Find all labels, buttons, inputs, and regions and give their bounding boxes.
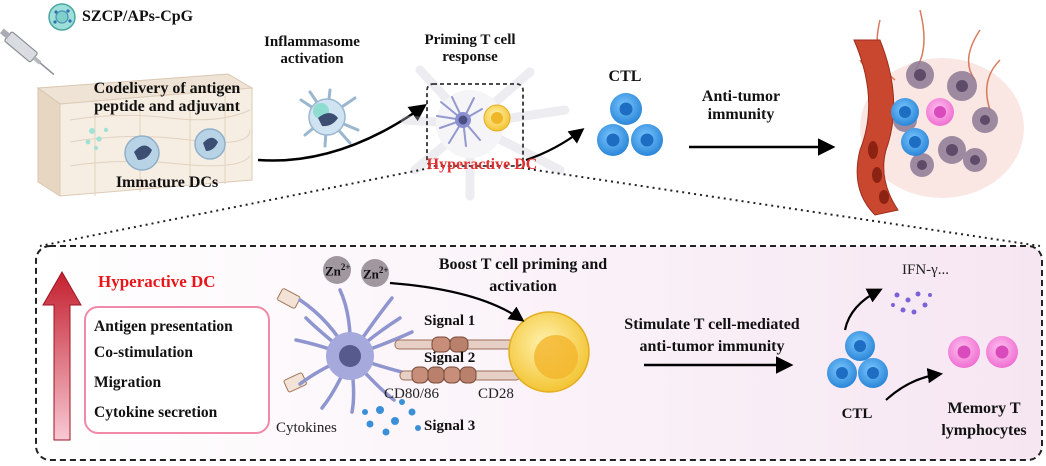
hyperactive-dc-top-label: Hyperactive DC: [426, 156, 538, 173]
dc-function-list: Antigen presentation Co-stimulation Migr…: [84, 306, 270, 434]
ctl-bottom-label: CTL: [841, 406, 873, 422]
priming-line-1: Priming T cell: [424, 32, 516, 48]
memory-line-2: lymphocytes: [941, 422, 1027, 440]
cd28-label: CD28: [478, 386, 514, 402]
ifn-gamma-label: IFN-γ...: [902, 262, 950, 278]
hyperactive-dc-cell: [294, 288, 414, 414]
list-item: Cytokine secretion: [94, 404, 218, 421]
inflammasome-line-2: activation: [280, 51, 344, 68]
arrow-zn-to-tcell: [389, 281, 525, 322]
zn-ion-label-2: Zn2+: [363, 265, 389, 282]
codelivery-line-2: peptide and adjuvant: [94, 98, 240, 116]
zn-ion-1: [323, 256, 351, 284]
anti-tumor-line-2: immunity: [707, 106, 775, 124]
mature-dc-cell: [436, 96, 483, 147]
immature-dc-cell: [194, 128, 226, 160]
legend-label: SZCP/APs-CpG: [82, 8, 194, 25]
memory-t-cells: [948, 336, 1018, 368]
priming-line-2: response: [442, 49, 498, 66]
zn-text-1: Zn: [325, 263, 341, 279]
priming-label: Priming T cell response: [405, 32, 535, 67]
signal-1-label: Signal 1: [424, 313, 476, 329]
codelivery-line-1: Codelivery of antigen: [93, 80, 241, 97]
boost-label: Boost T cell priming and activation: [418, 256, 628, 297]
ctl-top-label: CTL: [608, 68, 642, 85]
stimulate-line-1: Stimulate T cell-mediated: [624, 316, 800, 333]
zn-charge-1: 2+: [340, 262, 351, 272]
upregulation-arrow: [42, 270, 82, 441]
stimulate-line-2: anti-tumor immunity: [639, 338, 785, 356]
ifn-gamma-dots: [891, 291, 932, 315]
hyperactive-dc-panel-title: Hyperactive DC: [98, 272, 216, 291]
signal-3-label: Signal 3: [424, 418, 476, 434]
list-item: Co-stimulation: [94, 344, 194, 361]
inflammasome-dc-cell: [299, 88, 360, 148]
cytokines-label: Cytokines: [276, 420, 337, 436]
skin-tissue-block: [36, 73, 254, 197]
anti-tumor-line-1: Anti-tumor: [701, 88, 781, 105]
memory-line-1: Memory T: [947, 400, 1021, 417]
hyperactive-dc-background: [400, 65, 570, 201]
arrow-to-ctl: [525, 128, 585, 162]
zn-ion-2: [361, 259, 389, 287]
cd80-label: CD80/86: [384, 386, 440, 402]
arrow-to-priming: [257, 103, 427, 162]
arrow-to-memory: [885, 367, 944, 401]
list-item: Migration: [94, 374, 162, 391]
zn-text-2: Zn: [363, 266, 379, 282]
cytokine-dots: [362, 399, 421, 436]
arrow-to-ifn: [843, 288, 883, 331]
stimulate-label: Stimulate T cell-mediated anti-tumor imm…: [600, 316, 824, 357]
tumor-illustration: [853, 9, 1024, 216]
zn-charge-2: 2+: [378, 265, 389, 275]
immature-dcs-label: Immature DCs: [115, 174, 219, 191]
t-cell-yellow: [483, 104, 511, 132]
boost-line-1: Boost T cell priming and: [438, 256, 608, 273]
list-item: Antigen presentation: [94, 318, 233, 335]
ctl-cell-cluster: [597, 93, 663, 156]
syringe-icon: [0, 28, 55, 76]
boost-line-2: activation: [489, 278, 557, 296]
zoom-line-left: [39, 167, 431, 247]
inflammasome-label: Inflammasome activation: [252, 34, 372, 69]
anti-tumor-label: Anti-tumor immunity: [686, 88, 796, 125]
immature-dc-cell: [124, 135, 160, 171]
priming-dashed-box: [426, 83, 524, 167]
ctl-cell-cluster-bottom: [827, 331, 888, 388]
pattern-receptor-icon: [277, 288, 307, 393]
signal-2-label: Signal 2: [424, 350, 476, 366]
memory-t-label: Memory T lymphocytes: [928, 400, 1040, 441]
codelivery-label: Codelivery of antigen peptide and adjuva…: [72, 80, 262, 117]
zn-ion-label-1: Zn2+: [325, 262, 351, 279]
t-cell-large: [508, 311, 590, 393]
inflammasome-line-1: Inflammasome: [264, 34, 360, 50]
nanoparticle-icon: [48, 3, 76, 31]
